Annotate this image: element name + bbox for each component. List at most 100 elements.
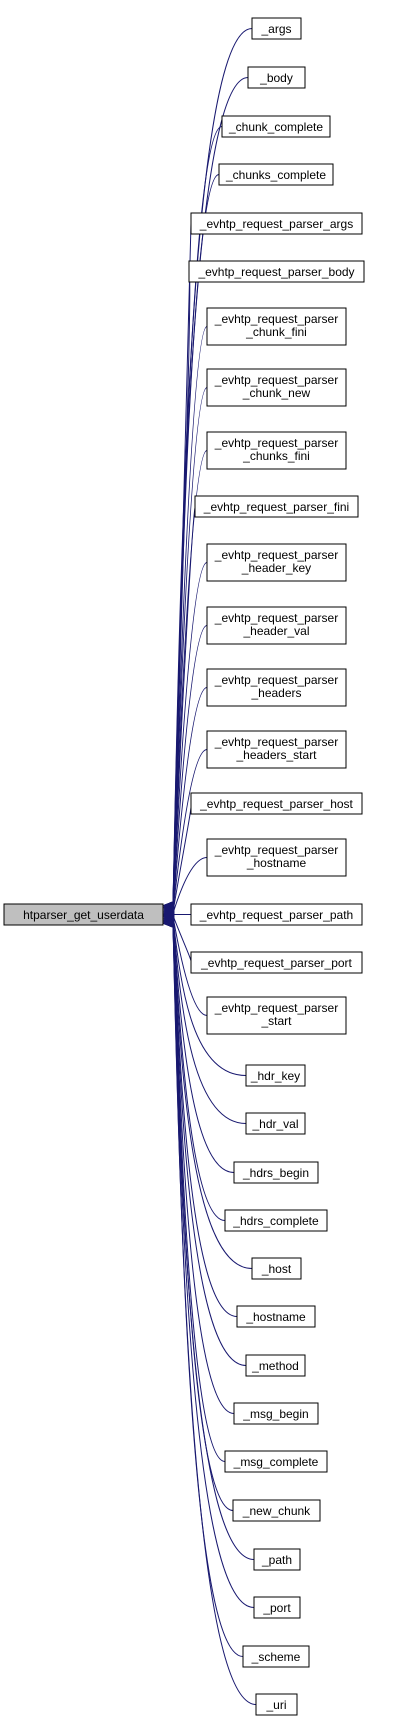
caller-node-label: _chunk_complete <box>228 120 323 134</box>
caller-node[interactable]: _port <box>253 1596 301 1619</box>
caller-node-label: _new_chunk <box>242 1504 311 1518</box>
caller-node-box[interactable] <box>236 1305 316 1328</box>
caller-node-box[interactable] <box>232 1499 321 1522</box>
caller-node-box[interactable] <box>206 606 347 645</box>
caller-node-box[interactable] <box>206 543 347 582</box>
caller-node[interactable]: _evhtp_request_parser_port <box>190 951 363 974</box>
caller-node-box[interactable] <box>206 996 347 1035</box>
caller-node-label: _msg_complete <box>233 1455 319 1469</box>
caller-node-label: _evhtp_request_parser_port <box>200 956 352 970</box>
caller-node-label: _msg_begin <box>242 1407 308 1421</box>
caller-node[interactable]: _evhtp_request_parser_header_val <box>206 606 347 645</box>
caller-node-label: _headers_start <box>235 748 317 762</box>
caller-node[interactable]: _evhtp_request_parser_headers_start <box>206 730 347 769</box>
caller-node-label: _evhtp_request_parser_fini <box>203 500 349 514</box>
caller-node-box[interactable] <box>194 495 359 518</box>
root-node-box[interactable] <box>3 903 164 926</box>
caller-node-box[interactable] <box>206 668 347 707</box>
caller-node[interactable]: _chunk_complete <box>221 115 331 138</box>
caller-node-box[interactable] <box>242 1645 310 1668</box>
caller-node[interactable]: _method <box>245 1354 306 1377</box>
caller-node[interactable]: _evhtp_request_parser_start <box>206 996 347 1035</box>
caller-node-label: _evhtp_request_parser <box>214 611 338 625</box>
caller-node-box[interactable] <box>255 1693 298 1716</box>
caller-node-box[interactable] <box>190 951 363 974</box>
caller-node-box[interactable] <box>233 1402 319 1425</box>
caller-node[interactable]: _evhtp_request_parser_chunk_new <box>206 368 347 407</box>
caller-node-box[interactable] <box>251 17 302 40</box>
caller-node-box[interactable] <box>206 431 347 470</box>
root-node[interactable]: htparser_get_userdata <box>3 903 164 926</box>
caller-node-box[interactable] <box>190 792 363 815</box>
caller-node-box[interactable] <box>190 212 363 235</box>
caller-node-box[interactable] <box>206 730 347 769</box>
caller-node-label: _start <box>260 1014 292 1028</box>
caller-node[interactable]: _evhtp_request_parser_path <box>190 903 363 926</box>
caller-node-label: _evhtp_request_parser <box>214 548 338 562</box>
caller-node-box[interactable] <box>251 1257 302 1280</box>
caller-node[interactable]: _new_chunk <box>232 1499 321 1522</box>
call-edge <box>172 919 235 1173</box>
caller-node[interactable]: _evhtp_request_parser_args <box>190 212 363 235</box>
caller-node-box[interactable] <box>188 260 365 283</box>
caller-node[interactable]: _hdrs_begin <box>233 1161 319 1184</box>
caller-node[interactable]: _hdr_val <box>245 1112 306 1135</box>
root-node-label: htparser_get_userdata <box>23 908 144 922</box>
caller-node[interactable]: _evhtp_request_parser_fini <box>194 495 359 518</box>
caller-node[interactable]: _hdrs_complete <box>224 1209 328 1232</box>
caller-node-box[interactable] <box>224 1209 328 1232</box>
caller-node[interactable]: _host <box>251 1257 302 1280</box>
caller-node-label: _port <box>262 1601 291 1615</box>
caller-node-box[interactable] <box>233 1161 319 1184</box>
caller-node-box[interactable] <box>190 903 363 926</box>
caller-node[interactable]: _evhtp_request_parser_body <box>188 260 365 283</box>
caller-node-box[interactable] <box>253 1548 301 1571</box>
caller-node-label: _hdrs_complete <box>232 1214 319 1228</box>
caller-node-label: _header_val <box>242 624 309 638</box>
caller-node[interactable]: _hdr_key <box>245 1064 306 1087</box>
caller-node[interactable]: _scheme <box>242 1645 310 1668</box>
caller-node-label: _hostname <box>246 856 307 870</box>
call-edge <box>172 687 208 910</box>
call-edge <box>172 625 208 909</box>
caller-node[interactable]: _evhtp_request_parser_headers <box>206 668 347 707</box>
caller-node[interactable]: _args <box>251 17 302 40</box>
caller-node-label: _body <box>259 71 293 85</box>
caller-node[interactable]: _path <box>253 1548 301 1571</box>
arrowhead <box>162 918 175 929</box>
caller-node-box[interactable] <box>206 838 347 877</box>
call-edge <box>172 916 208 1016</box>
caller-node-box[interactable] <box>206 368 347 407</box>
caller-node[interactable]: _chunks_complete <box>218 163 334 186</box>
caller-node-label: _evhtp_request_parser <box>214 843 338 857</box>
caller-node-label: _evhtp_request_parser <box>214 673 338 687</box>
caller-node[interactable]: _body <box>247 66 306 89</box>
caller-node-box[interactable] <box>224 1450 328 1473</box>
caller-node-box[interactable] <box>245 1354 306 1377</box>
caller-node-box[interactable] <box>218 163 334 186</box>
call-edge <box>172 917 247 1076</box>
caller-node[interactable]: _evhtp_request_parser_hostname <box>206 838 347 877</box>
caller-node[interactable]: _evhtp_request_parser_chunks_fini <box>206 431 347 470</box>
caller-node-label: _chunks_complete <box>225 168 326 182</box>
caller-node[interactable]: _evhtp_request_parser_host <box>190 792 363 815</box>
caller-node[interactable]: _hostname <box>236 1305 316 1328</box>
caller-node[interactable]: _msg_complete <box>224 1450 328 1473</box>
caller-node-label: _evhtp_request_parser_body <box>197 265 354 279</box>
caller-node-box[interactable] <box>245 1112 306 1135</box>
caller-node-box[interactable] <box>247 66 306 89</box>
caller-node-label: _headers <box>250 686 301 700</box>
caller-node-box[interactable] <box>221 115 331 138</box>
caller-node-label: _hdr_key <box>250 1069 300 1083</box>
caller-node[interactable]: _evhtp_request_parser_header_key <box>206 543 347 582</box>
caller-node-layer: _args _body _chunk_complete _chunks_complet… <box>188 17 365 1716</box>
caller-node-box[interactable] <box>245 1064 306 1087</box>
caller-node[interactable]: _msg_begin <box>233 1402 319 1425</box>
caller-node-label: _hostname <box>245 1310 306 1324</box>
call-edge <box>172 562 208 908</box>
caller-node[interactable]: _uri <box>255 1693 298 1716</box>
caller-node-box[interactable] <box>206 307 347 346</box>
caller-node-label: _evhtp_request_parser <box>214 436 338 450</box>
caller-node-box[interactable] <box>253 1596 301 1619</box>
caller-node[interactable]: _evhtp_request_parser_chunk_fini <box>206 307 347 346</box>
